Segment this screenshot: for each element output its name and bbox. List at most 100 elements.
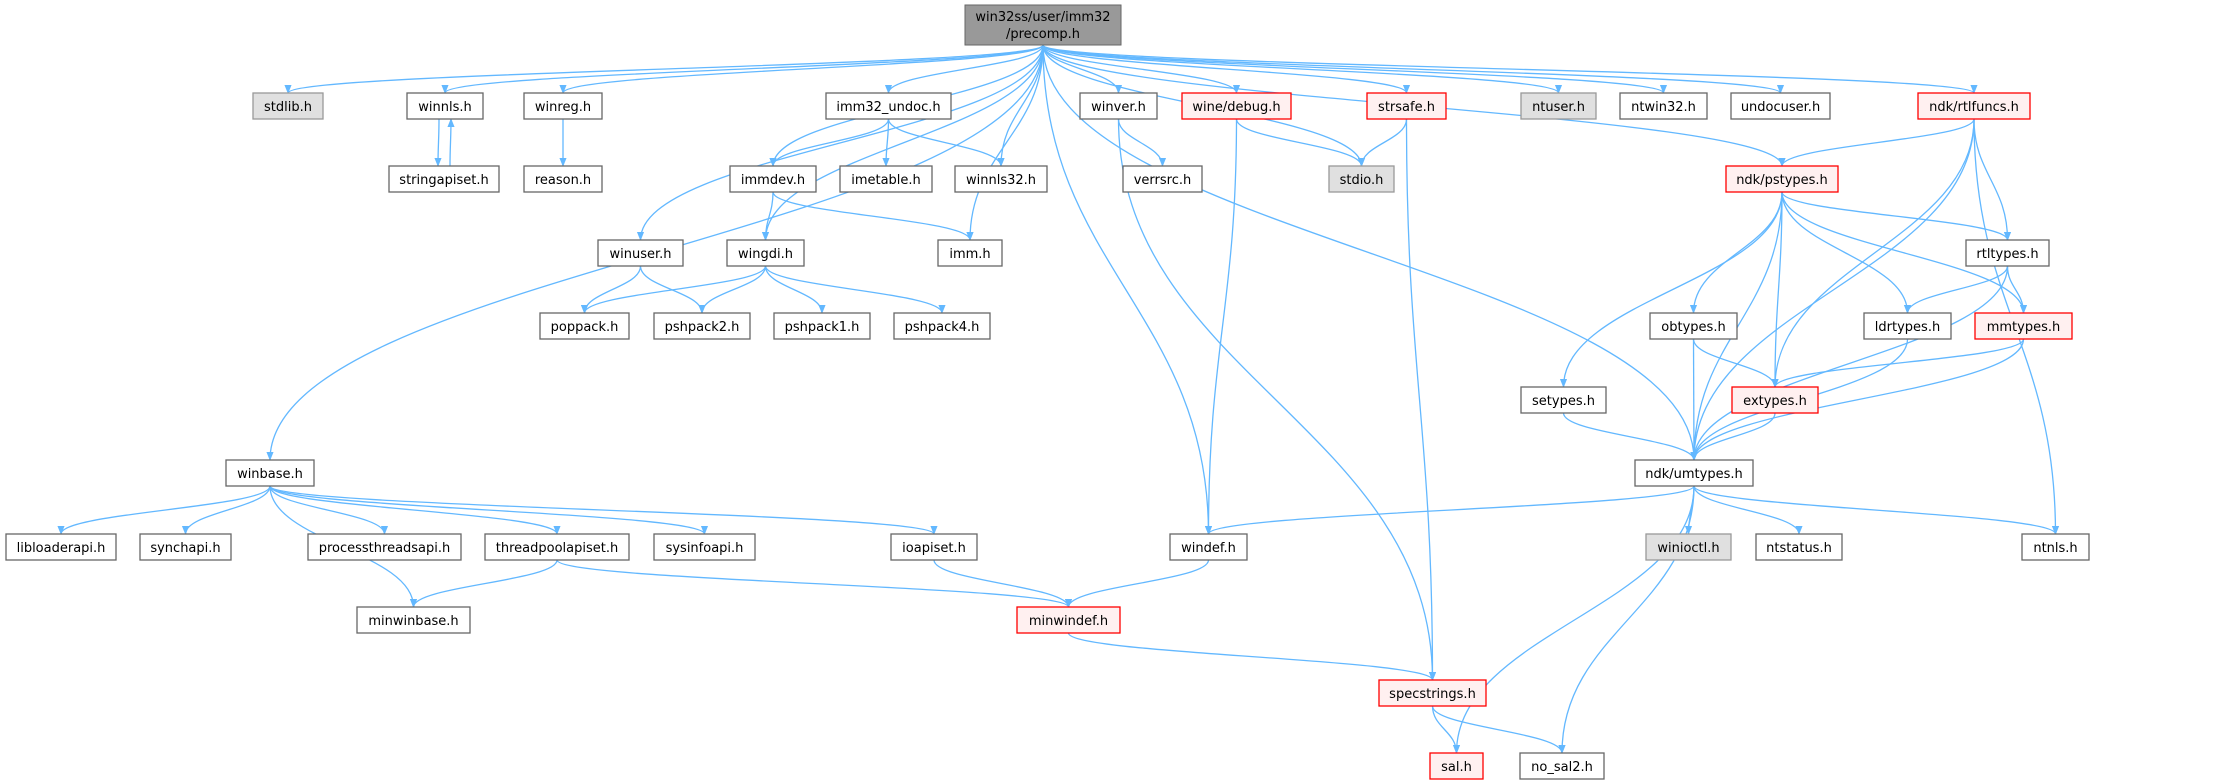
node-verrsrc[interactable]: verrsrc.h <box>1122 165 1203 193</box>
node-rtltypes[interactable]: rtltypes.h <box>1965 239 2050 267</box>
node-winedebug[interactable]: wine/debug.h <box>1181 92 1292 120</box>
node-poppack-box[interactable] <box>539 312 630 340</box>
node-winuser[interactable]: winuser.h <box>597 239 684 267</box>
node-mmtypes[interactable]: mmtypes.h <box>1974 312 2073 340</box>
node-extypes[interactable]: extypes.h <box>1731 386 1819 414</box>
node-windef[interactable]: windef.h <box>1169 533 1248 561</box>
node-reason[interactable]: reason.h <box>523 165 603 193</box>
node-ioapiset[interactable]: ioapiset.h <box>890 533 978 561</box>
node-winbase-box[interactable] <box>225 459 315 487</box>
node-pshpack2[interactable]: pshpack2.h <box>653 312 751 340</box>
node-stdio[interactable]: stdio.h <box>1328 165 1395 193</box>
node-winnls-box[interactable] <box>406 92 484 120</box>
node-no_sal2[interactable]: no_sal2.h <box>1519 752 1605 780</box>
node-minwindef[interactable]: minwindef.h <box>1016 606 1121 634</box>
node-specstrings-box[interactable] <box>1378 679 1487 707</box>
node-stdlib[interactable]: stdlib.h <box>252 92 324 120</box>
node-processthreadsapi-box[interactable] <box>307 533 462 561</box>
node-umtypes[interactable]: ndk/umtypes.h <box>1634 459 1754 487</box>
node-pshpack4[interactable]: pshpack4.h <box>893 312 991 340</box>
node-obtypes[interactable]: obtypes.h <box>1649 312 1738 340</box>
node-pstypes-box[interactable] <box>1725 165 1839 193</box>
node-pshpack2-box[interactable] <box>653 312 751 340</box>
node-libloaderapi[interactable]: libloaderapi.h <box>5 533 117 561</box>
node-strsafe[interactable]: strsafe.h <box>1366 92 1447 120</box>
node-winbase[interactable]: winbase.h <box>225 459 315 487</box>
node-libloaderapi-box[interactable] <box>5 533 117 561</box>
node-sal[interactable]: sal.h <box>1429 752 1484 780</box>
node-imm[interactable]: imm.h <box>937 239 1003 267</box>
node-imm32_undoc-box[interactable] <box>825 92 952 120</box>
node-umtypes-box[interactable] <box>1634 459 1754 487</box>
node-imm32_undoc[interactable]: imm32_undoc.h <box>825 92 952 120</box>
node-processthreadsapi[interactable]: processthreadsapi.h <box>307 533 462 561</box>
node-sal-box[interactable] <box>1429 752 1484 780</box>
node-ntuser[interactable]: ntuser.h <box>1520 92 1597 120</box>
node-specstrings[interactable]: specstrings.h <box>1378 679 1487 707</box>
node-ntnls-box[interactable] <box>2021 533 2090 561</box>
node-imetable-box[interactable] <box>839 165 933 193</box>
node-minwinbase[interactable]: minwinbase.h <box>356 606 471 634</box>
node-mmtypes-box[interactable] <box>1974 312 2073 340</box>
node-rtlfuncs[interactable]: ndk/rtlfuncs.h <box>1917 92 2031 120</box>
node-ioapiset-box[interactable] <box>890 533 978 561</box>
node-winuser-box[interactable] <box>597 239 684 267</box>
node-wingdi-box[interactable] <box>726 239 805 267</box>
node-winioctl-box[interactable] <box>1645 533 1732 561</box>
node-setypes-box[interactable] <box>1520 386 1607 414</box>
node-minwinbase-box[interactable] <box>356 606 471 634</box>
node-winreg[interactable]: winreg.h <box>523 92 603 120</box>
node-winver[interactable]: winver.h <box>1079 92 1158 120</box>
node-winreg-box[interactable] <box>523 92 603 120</box>
node-stringapiset[interactable]: stringapiset.h <box>388 165 500 193</box>
node-sysinfoapi-box[interactable] <box>653 533 756 561</box>
node-winioctl[interactable]: winioctl.h <box>1645 533 1732 561</box>
node-immdev[interactable]: immdev.h <box>729 165 817 193</box>
node-wingdi[interactable]: wingdi.h <box>726 239 805 267</box>
root-node-box[interactable] <box>964 4 1122 46</box>
node-strsafe-box[interactable] <box>1366 92 1447 120</box>
node-synchapi[interactable]: synchapi.h <box>139 533 232 561</box>
node-stdlib-box[interactable] <box>252 92 324 120</box>
node-ntstatus[interactable]: ntstatus.h <box>1755 533 1843 561</box>
node-undocuser[interactable]: undocuser.h <box>1730 92 1831 120</box>
node-undocuser-box[interactable] <box>1730 92 1831 120</box>
node-ntwin32-box[interactable] <box>1619 92 1708 120</box>
node-threadpoolapiset[interactable]: threadpoolapiset.h <box>484 533 630 561</box>
node-stringapiset-box[interactable] <box>388 165 500 193</box>
node-extypes-box[interactable] <box>1731 386 1819 414</box>
node-pshpack4-box[interactable] <box>893 312 991 340</box>
node-immdev-box[interactable] <box>729 165 817 193</box>
node-winedebug-box[interactable] <box>1181 92 1292 120</box>
node-pshpack1-box[interactable] <box>773 312 871 340</box>
node-ldrtypes-box[interactable] <box>1863 312 1952 340</box>
node-windef-box[interactable] <box>1169 533 1248 561</box>
node-sysinfoapi[interactable]: sysinfoapi.h <box>653 533 756 561</box>
node-pshpack1[interactable]: pshpack1.h <box>773 312 871 340</box>
root-node[interactable]: win32ss/user/imm32 /precomp.h <box>964 4 1122 46</box>
node-ntnls[interactable]: ntnls.h <box>2021 533 2090 561</box>
node-winnls[interactable]: winnls.h <box>406 92 484 120</box>
node-rtlfuncs-box[interactable] <box>1917 92 2031 120</box>
node-minwindef-box[interactable] <box>1016 606 1121 634</box>
node-no_sal2-box[interactable] <box>1519 752 1605 780</box>
node-imm-box[interactable] <box>937 239 1003 267</box>
node-pstypes[interactable]: ndk/pstypes.h <box>1725 165 1839 193</box>
node-setypes[interactable]: setypes.h <box>1520 386 1607 414</box>
node-winnls32-box[interactable] <box>954 165 1048 193</box>
node-winver-box[interactable] <box>1079 92 1158 120</box>
node-ldrtypes[interactable]: ldrtypes.h <box>1863 312 1952 340</box>
node-rtltypes-box[interactable] <box>1965 239 2050 267</box>
node-reason-box[interactable] <box>523 165 603 193</box>
node-obtypes-box[interactable] <box>1649 312 1738 340</box>
node-ntwin32[interactable]: ntwin32.h <box>1619 92 1708 120</box>
node-ntuser-box[interactable] <box>1520 92 1597 120</box>
node-synchapi-box[interactable] <box>139 533 232 561</box>
node-verrsrc-box[interactable] <box>1122 165 1203 193</box>
node-threadpoolapiset-box[interactable] <box>484 533 630 561</box>
node-ntstatus-box[interactable] <box>1755 533 1843 561</box>
node-stdio-box[interactable] <box>1328 165 1395 193</box>
node-imetable[interactable]: imetable.h <box>839 165 933 193</box>
node-winnls32[interactable]: winnls32.h <box>954 165 1048 193</box>
node-poppack[interactable]: poppack.h <box>539 312 630 340</box>
